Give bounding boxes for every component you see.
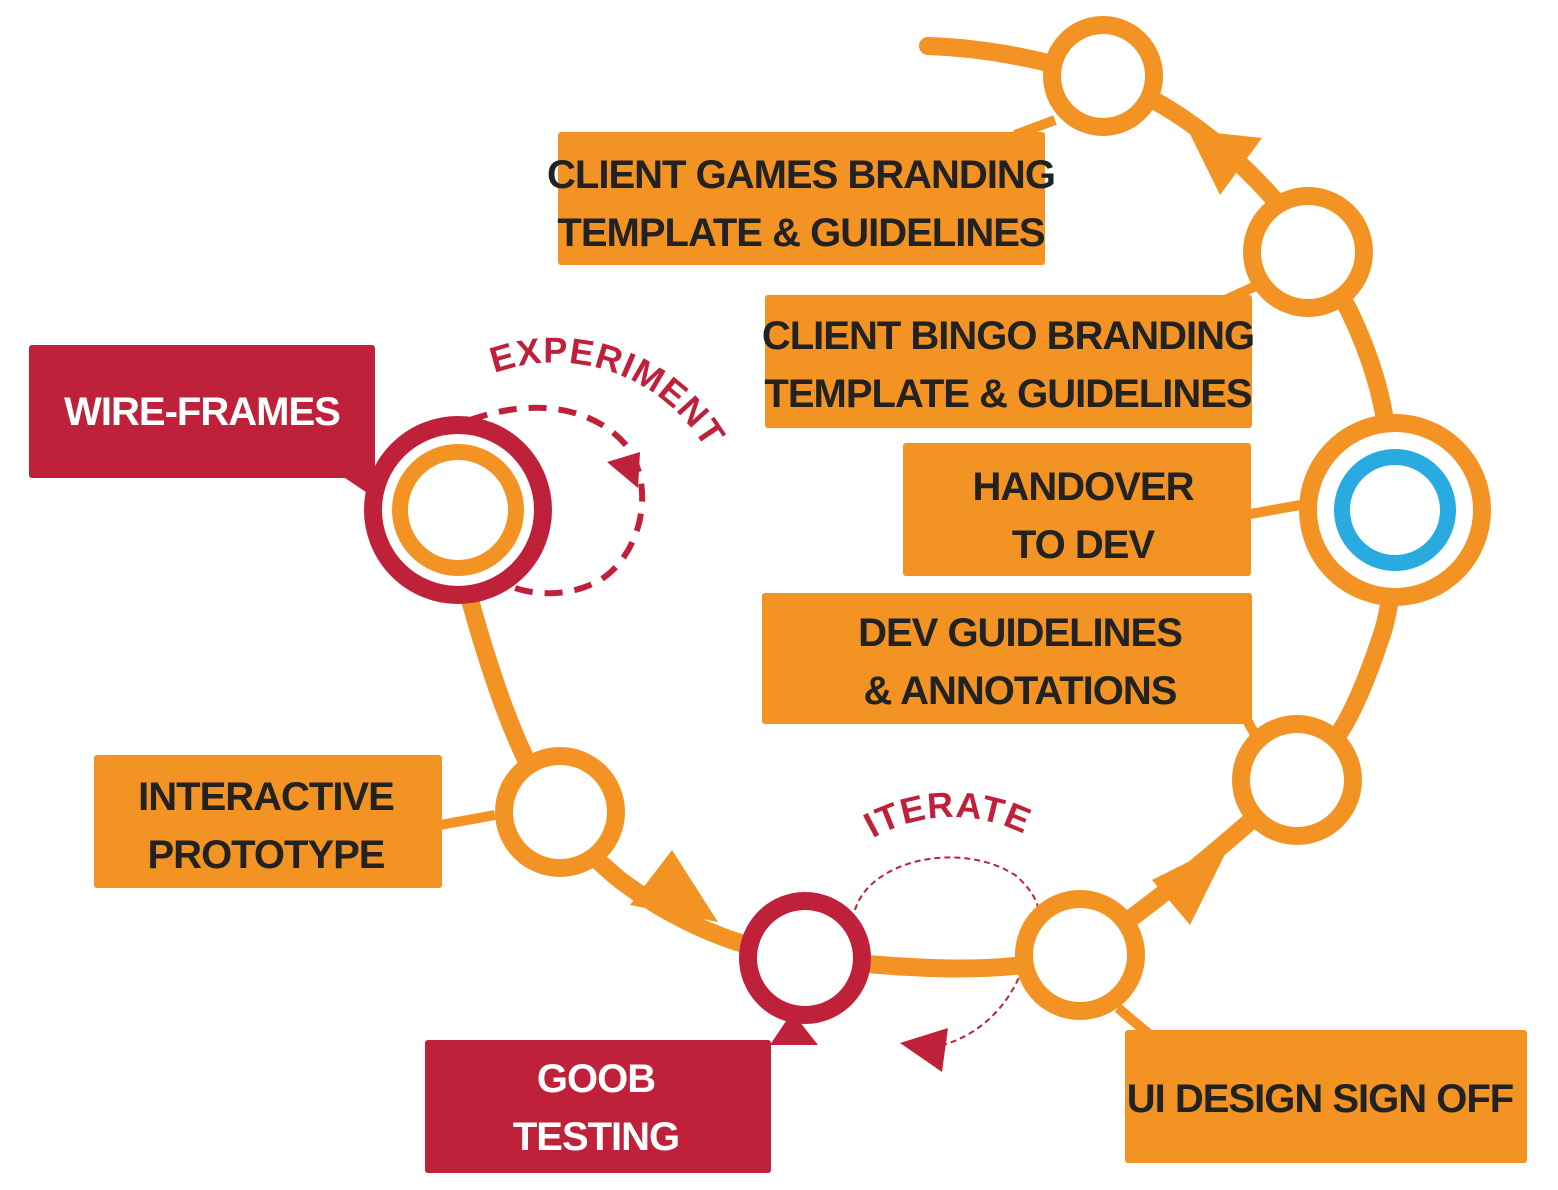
label-dev-guidelines-line2: & ANNOTATIONS (864, 669, 1177, 713)
node-ui-signoff[interactable] (1015, 890, 1145, 1020)
iterate-loop (854, 856, 1041, 1049)
connector-handover (1244, 500, 1301, 520)
arrow-down-icon (630, 850, 718, 922)
node-client-games[interactable] (1043, 16, 1163, 136)
label-client-bingo-line1: CLIENT BINGO BRANDING (762, 314, 1254, 358)
label-dev-guidelines: DEV GUIDELINES & ANNOTATIONS (762, 593, 1252, 724)
label-dev-guidelines-line1: DEV GUIDELINES (858, 611, 1182, 655)
node-wireframes-inner (392, 444, 524, 576)
experiment-loop (468, 404, 646, 597)
label-goob-line2: TESTING (513, 1115, 679, 1159)
label-handover: HANDOVER TO DEV (903, 443, 1251, 576)
experiment-label-path: EXPERIMENT (485, 330, 733, 454)
iterate-label: ITERATE (857, 784, 1037, 846)
node-client-bingo[interactable] (1243, 187, 1373, 317)
connector-interactive (439, 810, 496, 830)
node-dev-guidelines[interactable] (1232, 715, 1362, 845)
label-handover-line1: HANDOVER (973, 465, 1195, 509)
label-handover-line2: TO DEV (1012, 523, 1156, 567)
label-ui-signoff: UI DESIGN SIGN OFF (1125, 1030, 1527, 1163)
arrow-right-icon (1152, 840, 1232, 925)
label-interactive-line2: PROTOTYPE (148, 833, 385, 877)
iterate-label-path: ITERATE (857, 784, 1036, 846)
node-goob[interactable] (739, 892, 871, 1024)
node-handover-inner (1334, 449, 1456, 571)
label-wireframes-line1: WIRE-FRAMES (64, 390, 340, 434)
label-goob: GOOB TESTING (425, 1040, 771, 1173)
label-ui-signoff-line1: UI DESIGN SIGN OFF (1127, 1077, 1513, 1121)
label-client-bingo-line2: TEMPLATE & GUIDELINES (764, 372, 1251, 416)
label-client-bingo: CLIENT BINGO BRANDING TEMPLATE & GUIDELI… (762, 295, 1255, 428)
label-interactive-line1: INTERACTIVE (138, 775, 394, 819)
label-client-games-line1: CLIENT GAMES BRANDING (547, 153, 1055, 197)
label-goob-line1: GOOB (537, 1057, 655, 1101)
node-interactive[interactable] (495, 747, 625, 877)
label-client-games-line2: TEMPLATE & GUIDELINES (557, 211, 1044, 255)
label-wireframes: WIRE-FRAMES (29, 345, 375, 478)
iterate-arrow-icon (900, 1028, 948, 1072)
connector-goob (770, 1012, 818, 1045)
label-interactive: INTERACTIVE PROTOTYPE (94, 755, 442, 888)
experiment-arrow-icon (607, 452, 640, 488)
label-client-games: CLIENT GAMES BRANDING TEMPLATE & GUIDELI… (547, 132, 1056, 265)
arrow-up-icon (1188, 130, 1262, 195)
experiment-label: EXPERIMENT (485, 330, 734, 454)
